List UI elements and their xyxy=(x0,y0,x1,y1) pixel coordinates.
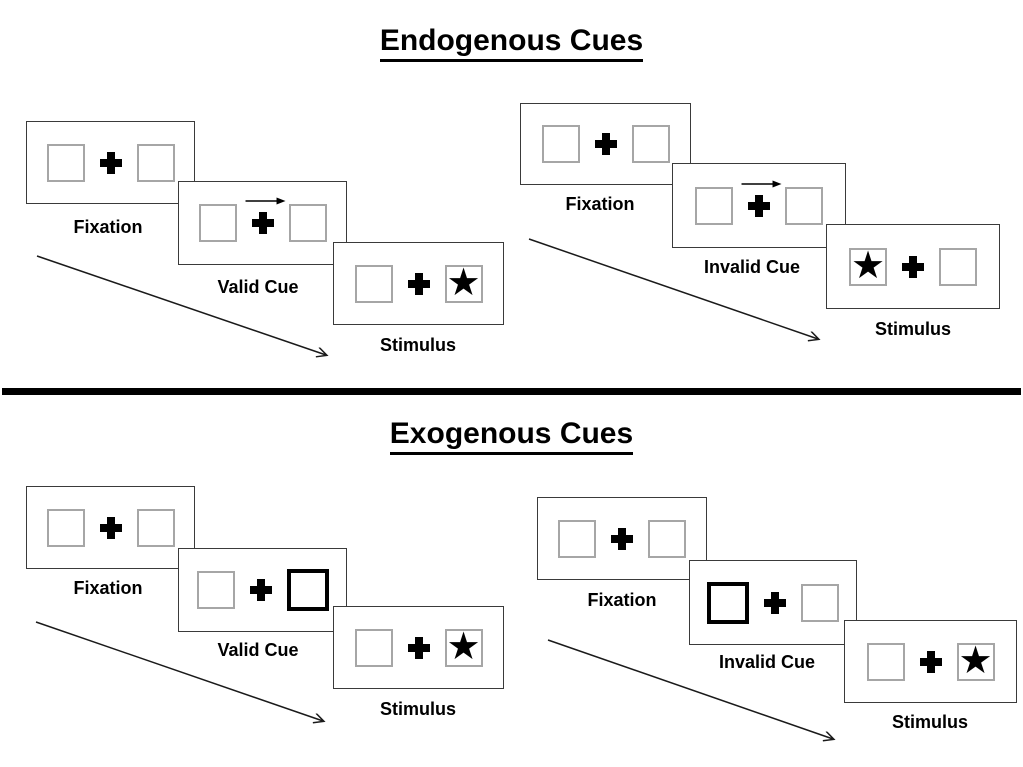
section-divider xyxy=(2,388,1021,395)
placeholder-box-left xyxy=(354,264,393,303)
fixation-cross-icon xyxy=(611,527,633,550)
placeholder-box-right xyxy=(785,186,823,225)
cue-panel xyxy=(178,181,347,265)
placeholder-box-left xyxy=(558,519,596,558)
placeholder-box-right xyxy=(288,204,327,242)
placeholder-box-left xyxy=(695,186,733,225)
fixation-cross-icon xyxy=(594,133,617,155)
timeline-arrow xyxy=(36,255,326,355)
target-star-icon: ★ xyxy=(446,261,481,304)
panel-label: Valid Cue xyxy=(217,640,299,660)
fixation-cross-icon xyxy=(764,591,786,614)
section-title-exogenous: Exogenous Cues xyxy=(0,417,1023,455)
panel-label: Stimulus xyxy=(891,712,968,732)
section-title-text: Endogenous Cues xyxy=(379,24,644,62)
target-star-icon: ★ xyxy=(958,639,993,682)
fixation-cross-icon xyxy=(99,516,122,539)
placeholder-box-left xyxy=(198,204,237,242)
panel-label: Stimulus xyxy=(874,319,951,339)
timeline-arrow xyxy=(547,639,833,739)
placeholder-box-right xyxy=(801,583,839,622)
fixation-cross-icon xyxy=(902,255,924,278)
target-star-icon: ★ xyxy=(850,244,886,287)
target-box-right: ★ xyxy=(444,625,483,668)
stimulus-panel: ★ xyxy=(844,620,1017,703)
panel-label: Fixation xyxy=(73,217,143,237)
placeholder-box-left xyxy=(46,143,85,182)
fixation-cross-icon xyxy=(251,212,274,234)
section-title-text: Exogenous Cues xyxy=(389,417,634,455)
stimulus-panel: ★ xyxy=(333,606,504,689)
fixation-panel xyxy=(26,121,195,204)
panel-label: Fixation xyxy=(587,590,657,610)
highlighted-cue-box-right xyxy=(286,569,329,611)
fixation-cross-icon xyxy=(919,650,942,673)
panel-label: Fixation xyxy=(73,578,143,598)
target-box-right: ★ xyxy=(444,261,483,304)
fixation-panel xyxy=(26,486,195,569)
stimulus-panel: ★ xyxy=(333,242,504,325)
cue-arrow-right-icon xyxy=(245,197,286,205)
placeholder-box-right xyxy=(136,508,175,547)
panel-label: Stimulus xyxy=(379,699,456,719)
placeholder-box-right xyxy=(939,247,977,286)
panel-label: Invalid Cue xyxy=(718,652,816,672)
panel-label: Valid Cue xyxy=(217,277,299,297)
fixation-panel xyxy=(520,103,691,185)
panel-label: Invalid Cue xyxy=(703,257,801,277)
placeholder-box-right xyxy=(136,143,175,182)
target-box-right: ★ xyxy=(956,639,995,682)
target-star-icon: ★ xyxy=(446,625,481,668)
placeholder-box-left xyxy=(354,628,393,667)
highlighted-cue-box-left xyxy=(707,581,749,624)
fixation-cross-icon xyxy=(99,151,122,174)
timeline-arrow xyxy=(35,621,323,721)
placeholder-box-left xyxy=(866,642,905,681)
placeholder-box-left xyxy=(196,571,235,609)
fixation-cross-icon xyxy=(748,194,770,217)
placeholder-box-right xyxy=(648,519,686,558)
cue-panel xyxy=(672,163,846,248)
section-title-endogenous: Endogenous Cues xyxy=(0,24,1023,62)
panel-label: Fixation xyxy=(565,194,635,214)
cue-panel xyxy=(178,548,347,632)
cue-arrow-right-icon xyxy=(741,180,782,187)
panel-label: Stimulus xyxy=(379,335,456,355)
target-box-left: ★ xyxy=(849,244,887,287)
fixation-panel xyxy=(537,497,707,580)
placeholder-box-left xyxy=(541,125,580,163)
placeholder-box-right xyxy=(631,125,670,163)
timeline-arrow xyxy=(528,238,818,339)
stimulus-panel: ★ xyxy=(826,224,1000,309)
placeholder-box-left xyxy=(46,508,85,547)
fixation-cross-icon xyxy=(249,579,272,601)
fixation-cross-icon xyxy=(407,636,430,659)
fixation-cross-icon xyxy=(407,272,430,295)
cue-panel xyxy=(689,560,857,645)
